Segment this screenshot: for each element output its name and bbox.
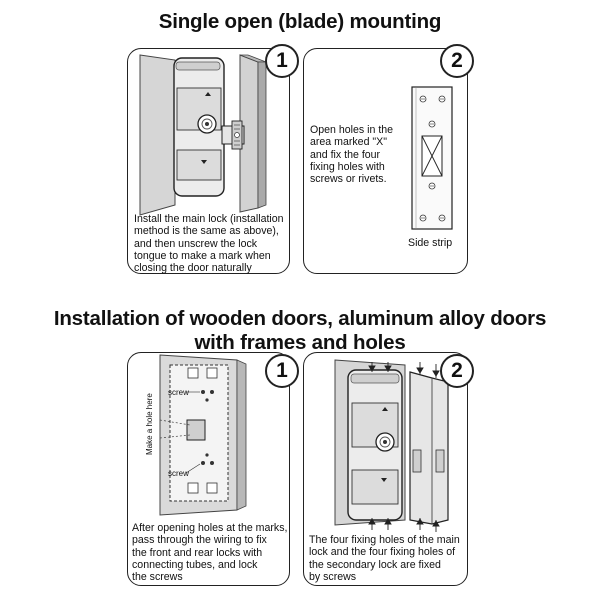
side-strip-label: Side strip <box>408 237 453 249</box>
make-hole-label: Make a hole here <box>145 393 154 455</box>
screw-label-bottom: screw <box>168 469 189 478</box>
step-badge-s2-1: 1 <box>265 354 299 388</box>
caption-s1-step1: Install the main lock (installation meth… <box>134 213 284 275</box>
caption-s2-step2: The four fixing holes of the main lock a… <box>309 534 460 583</box>
caption-s1-step2: Open holes in the area marked "X" and fi… <box>310 124 394 186</box>
section1-title: Single open (blade) mounting <box>158 10 442 33</box>
caption-s2-step1: After opening holes at the marks, pass t… <box>132 522 288 584</box>
screw-label-top: screw <box>168 388 189 397</box>
section2-title-line2: with frames and holes <box>194 331 406 354</box>
section2-title-line1: Installation of wooden doors, aluminum a… <box>53 307 547 330</box>
step-badge-s1-2: 2 <box>440 44 474 78</box>
step-badge-s1-1: 1 <box>265 44 299 78</box>
step-badge-s2-2: 2 <box>440 354 474 388</box>
